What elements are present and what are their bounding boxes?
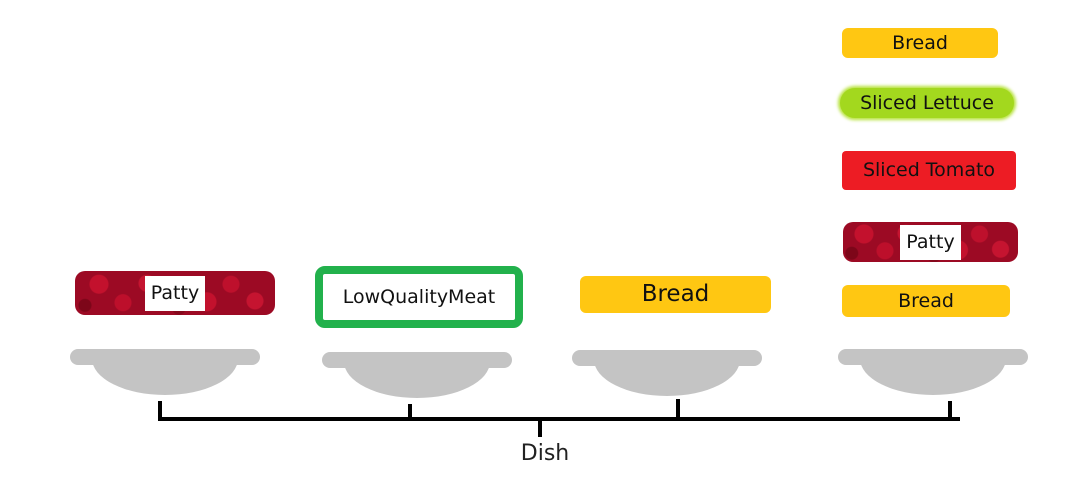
- dish-plate: [70, 349, 260, 399]
- sliced-lettuce-label: Sliced Lettuce: [860, 91, 994, 114]
- sliced-tomato-ingredient: Sliced Tomato: [842, 151, 1016, 190]
- dish-axis-tick: [948, 401, 952, 421]
- dish-plate: [572, 350, 762, 400]
- sliced-lettuce-ingredient: Sliced Lettuce: [840, 88, 1014, 118]
- dish-axis-tick: [676, 399, 680, 421]
- patty-burger-label: Patty: [900, 224, 961, 260]
- bread-ingredient: Bread: [580, 276, 771, 313]
- dish-plate: [322, 352, 512, 402]
- low-quality-meat-ingredient: LowQualityMeat: [315, 266, 523, 328]
- bread-top-label: Bread: [892, 31, 948, 54]
- low-quality-meat-label: LowQualityMeat: [342, 285, 496, 308]
- bread-bottom-ingredient: Bread: [842, 285, 1010, 317]
- bread-top-ingredient: Bread: [842, 28, 998, 58]
- sliced-tomato-label: Sliced Tomato: [862, 159, 996, 181]
- dish-plate: [838, 349, 1028, 399]
- dish-axis-tick: [538, 419, 542, 437]
- bread-label: Bread: [641, 281, 710, 307]
- dish-axis-line: [160, 417, 960, 421]
- patty-label: Patty: [144, 275, 206, 311]
- dish-axis-tick: [158, 401, 162, 421]
- patty-ingredient: Patty: [75, 271, 275, 315]
- patty-burger-ingredient: Patty: [843, 222, 1018, 262]
- dish-axis-label: Dish: [520, 441, 570, 466]
- bread-bottom-label: Bread: [898, 289, 954, 312]
- dish-axis-tick: [408, 404, 412, 421]
